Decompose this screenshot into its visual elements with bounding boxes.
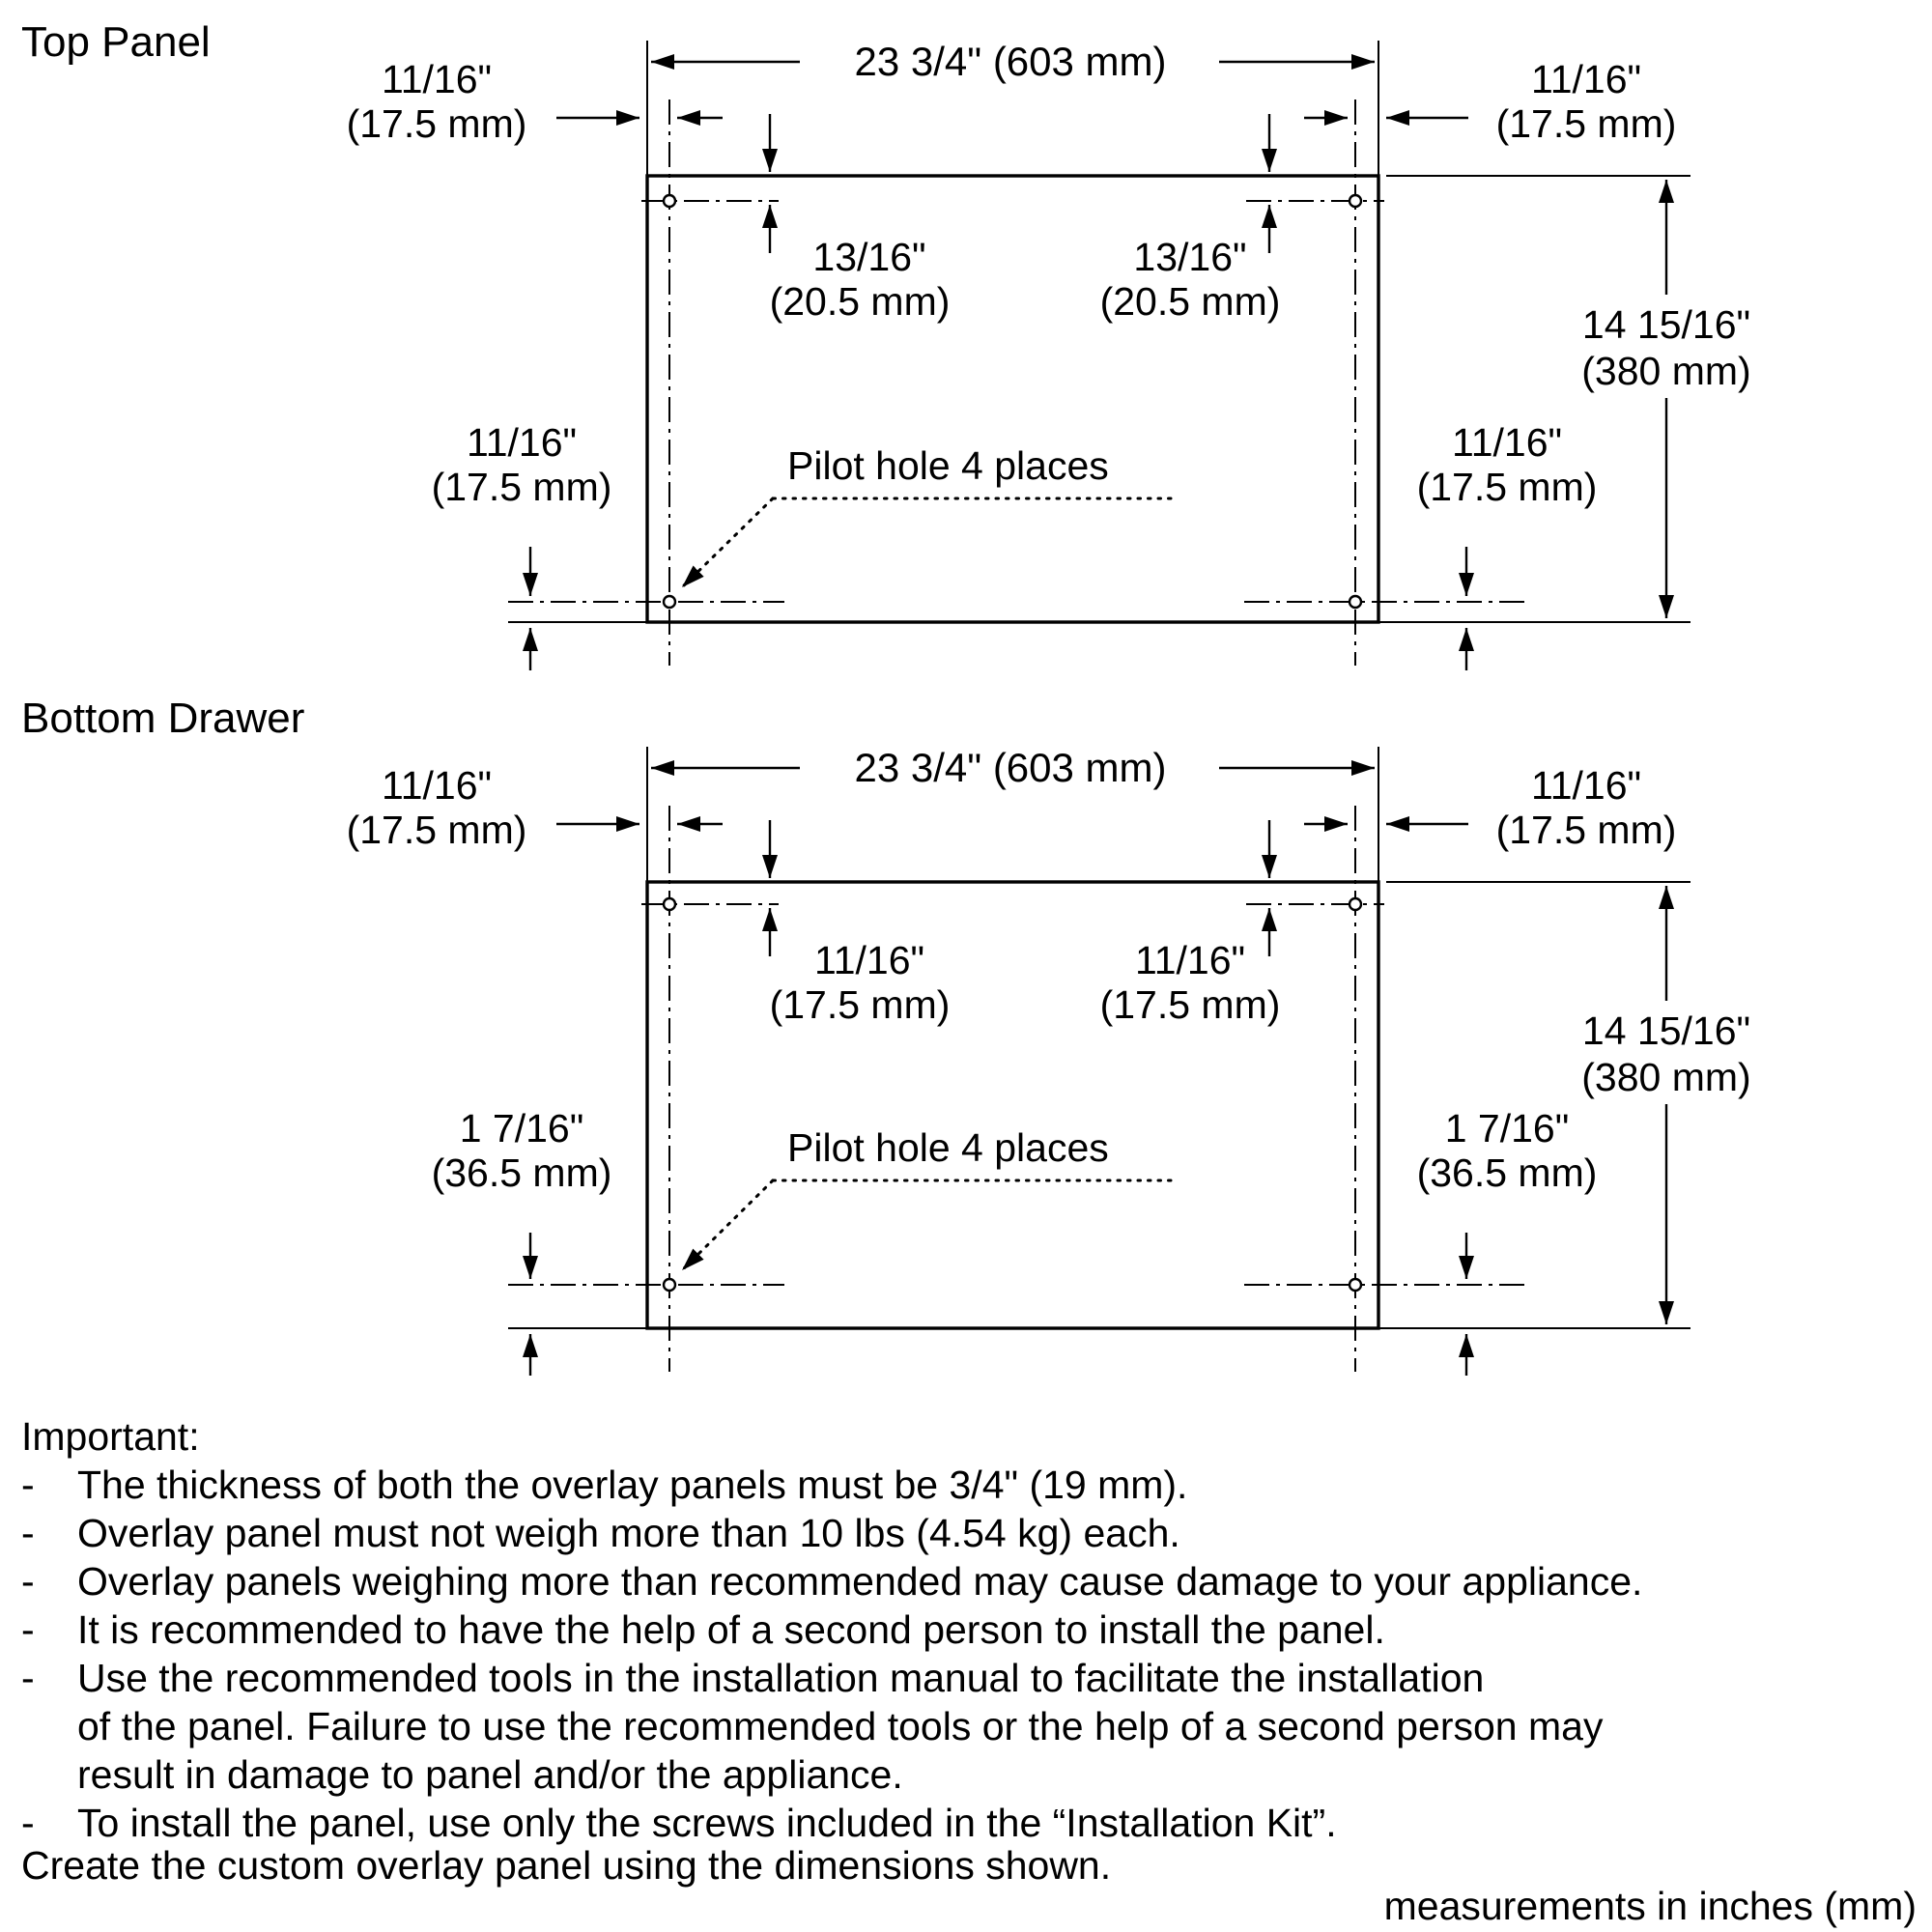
left-side-offset-dimension: 11/16" (17.5 mm) — [347, 57, 723, 146]
pilot-hole-label: Pilot hole 4 places — [787, 1125, 1109, 1170]
side-offset-mm: (17.5 mm) — [347, 808, 527, 852]
hole-offset-value: 11/16" — [1135, 938, 1245, 982]
panel-outline — [645, 174, 1380, 624]
bottom-right-offset-dimension: 1 7/16" (36.5 mm) — [1417, 1106, 1598, 1376]
extension-lines — [508, 41, 1690, 623]
note-dash: - — [21, 1656, 35, 1700]
note-line: - It is recommended to have the help of … — [21, 1605, 1905, 1654]
hole-offset-mm: (20.5 mm) — [770, 279, 951, 324]
pilot-hole-label: Pilot hole 4 places — [787, 443, 1109, 488]
top-hole-offset-dimensions: 11/16" (17.5 mm) 11/16" (17.5 mm) — [762, 820, 1281, 1027]
note-text: result in damage to panel and/or the app… — [77, 1752, 903, 1797]
left-side-offset-dimension: 11/16" (17.5 mm) — [347, 763, 723, 852]
bottom-offset-mm: (36.5 mm) — [432, 1151, 612, 1195]
height-value: 14 15/16" — [1582, 302, 1750, 347]
top-hole-offset-dimensions: 13/16" (20.5 mm) 13/16" (20.5 mm) — [762, 114, 1281, 324]
bottom-offset-mm: (17.5 mm) — [432, 465, 612, 509]
create-panel-instruction: Create the custom overlay panel using th… — [21, 1843, 1112, 1888]
width-dimension: 23 3/4" (603 mm) — [651, 745, 1375, 790]
note-line: - Overlay panels weighing more than reco… — [21, 1557, 1905, 1605]
note-line: - The thickness of both the overlay pane… — [21, 1461, 1905, 1509]
side-offset-value: 11/16" — [1531, 763, 1641, 808]
notes-heading: Important: — [21, 1414, 200, 1459]
note-dash: - — [21, 1801, 35, 1845]
note-line: - Use the recommended tools in the insta… — [21, 1654, 1905, 1702]
right-side-offset-dimension: 11/16" (17.5 mm) — [1304, 763, 1676, 852]
note-dash: - — [21, 1511, 35, 1555]
bottom-right-offset-dimension: 11/16" (17.5 mm) — [1417, 420, 1598, 670]
note-line: - To install the panel, use only the scr… — [21, 1799, 1905, 1847]
hole-offset-value: 13/16" — [812, 235, 925, 279]
pilot-hole-callout: Pilot hole 4 places — [680, 443, 1173, 589]
important-notes: Important: - The thickness of both the o… — [21, 1412, 1905, 1847]
height-mm: (380 mm) — [1581, 349, 1750, 393]
width-label: 23 3/4" (603 mm) — [854, 745, 1166, 790]
right-side-offset-dimension: 11/16" (17.5 mm) — [1304, 57, 1676, 146]
width-label: 23 3/4" (603 mm) — [854, 39, 1166, 84]
bottom-offset-mm: (36.5 mm) — [1417, 1151, 1598, 1195]
pilot-hole — [662, 594, 677, 610]
top-panel-title: Top Panel — [21, 18, 211, 66]
bottom-drawer-diagram: Bottom Drawer 23 3/4" (603 mm) — [21, 695, 1751, 1376]
bottom-offset-value: 1 7/16" — [1445, 1106, 1570, 1151]
pilot-hole — [1348, 896, 1363, 912]
panel-outline — [645, 880, 1380, 1330]
note-text: Overlay panel must not weigh more than 1… — [77, 1511, 1180, 1555]
note-dash: - — [21, 1607, 35, 1652]
pilot-hole — [1348, 1277, 1363, 1293]
units-note: measurements in inches (mm) — [1383, 1884, 1917, 1928]
note-text: It is recommended to have the help of a … — [77, 1607, 1385, 1652]
note-text: Use the recommended tools in the install… — [77, 1656, 1485, 1700]
height-dimension: 14 15/16" (380 mm) — [1581, 180, 1751, 618]
height-value: 14 15/16" — [1582, 1009, 1750, 1053]
side-offset-value: 11/16" — [1531, 57, 1641, 101]
side-offset-value: 11/16" — [382, 763, 492, 808]
note-text: Overlay panels weighing more than recomm… — [77, 1559, 1643, 1604]
height-mm: (380 mm) — [1581, 1055, 1750, 1099]
side-offset-value: 11/16" — [382, 57, 492, 101]
note-text: of the panel. Failure to use the recomme… — [77, 1704, 1604, 1748]
pilot-hole — [662, 193, 677, 209]
bottom-offset-mm: (17.5 mm) — [1417, 465, 1598, 509]
note-text: The thickness of both the overlay panels… — [77, 1463, 1188, 1507]
hole-offset-mm: (17.5 mm) — [770, 982, 951, 1027]
pilot-hole — [1348, 193, 1363, 209]
note-line: - Overlay panel must not weigh more than… — [21, 1509, 1905, 1557]
pilot-hole — [662, 1277, 677, 1293]
bottom-offset-value: 1 7/16" — [460, 1106, 584, 1151]
pilot-hole-callout: Pilot hole 4 places — [680, 1125, 1173, 1272]
note-line: result in damage to panel and/or the app… — [21, 1750, 1905, 1799]
bottom-offset-value: 11/16" — [467, 420, 577, 465]
pilot-holes — [662, 193, 1363, 610]
hole-offset-mm: (20.5 mm) — [1100, 279, 1281, 324]
height-dimension: 14 15/16" (380 mm) — [1581, 886, 1751, 1324]
bottom-left-offset-dimension: 11/16" (17.5 mm) — [432, 420, 612, 670]
note-dash — [21, 1702, 77, 1750]
pilot-hole — [662, 896, 677, 912]
extension-lines — [508, 747, 1690, 1329]
installation-diagram-canvas: Top Panel 23 3/4" (603 mm) — [21, 18, 1751, 1376]
notes-heading-line: Important: — [21, 1412, 1905, 1461]
note-dash — [21, 1750, 77, 1799]
bottom-offset-value: 11/16" — [1452, 420, 1562, 465]
top-panel-diagram: Top Panel 23 3/4" (603 mm) — [21, 18, 1751, 670]
note-dash: - — [21, 1463, 35, 1507]
hole-offset-value: 11/16" — [814, 938, 924, 982]
pilot-hole — [1348, 594, 1363, 610]
hole-centerlines — [508, 806, 1526, 1372]
note-text: To install the panel, use only the screw… — [77, 1801, 1337, 1845]
width-dimension: 23 3/4" (603 mm) — [651, 39, 1375, 84]
hole-centerlines — [508, 99, 1526, 666]
hole-offset-value: 13/16" — [1133, 235, 1246, 279]
hole-offset-mm: (17.5 mm) — [1100, 982, 1281, 1027]
note-line: of the panel. Failure to use the recomme… — [21, 1702, 1905, 1750]
side-offset-mm: (17.5 mm) — [347, 101, 527, 146]
note-dash: - — [21, 1559, 35, 1604]
bottom-left-offset-dimension: 1 7/16" (36.5 mm) — [432, 1106, 612, 1376]
side-offset-mm: (17.5 mm) — [1496, 808, 1677, 852]
pilot-holes — [662, 896, 1363, 1293]
side-offset-mm: (17.5 mm) — [1496, 101, 1677, 146]
bottom-drawer-title: Bottom Drawer — [21, 695, 304, 742]
